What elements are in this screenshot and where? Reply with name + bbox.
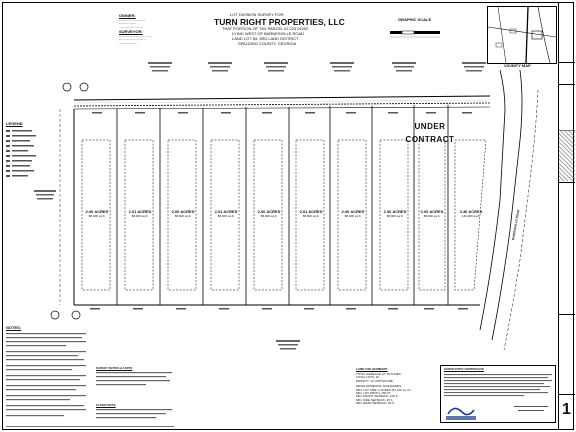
adjoiner-label-left xyxy=(34,190,56,200)
title-strip-info xyxy=(559,314,575,395)
title-strip-project xyxy=(559,84,575,155)
lot-6-sqft: 88,000 sq.ft. xyxy=(302,214,320,219)
under-contract-label: UNDER CONTRACT xyxy=(400,120,460,146)
lot-10-acres: 3.30 ACRES xyxy=(459,209,483,214)
lot-5-sqft: 88,000 sq.ft. xyxy=(260,214,278,219)
land-use-label: LAND USE SUMMARY xyxy=(356,367,388,371)
survey-notes-label: SURVEY NOTES & UNITS xyxy=(96,366,133,370)
land-use-line: MIN. LOT SIZE: 2 ACRES (87,120 sq. ft.) xyxy=(356,387,411,392)
lot-lines xyxy=(116,105,449,305)
title-strip-revisions xyxy=(559,182,575,313)
survey-notes-text xyxy=(96,372,172,386)
land-use-line: MIN. FRONT SETBACK: 100 ft. xyxy=(356,394,399,399)
lot-1-sqft: 88,000 sq.ft. xyxy=(88,214,106,219)
title-line4: SPALDING COUNTY, GEORGIA xyxy=(238,41,297,46)
vicinity-map-drawing xyxy=(487,6,557,64)
title-strip: 1 xyxy=(558,2,575,430)
title-line2: LYING WEST OF BARNESVILLE ROAD xyxy=(232,31,305,36)
lot-8-sqft: 88,000 sq.ft. xyxy=(386,214,404,219)
surveyor-certificate: SURVEYOR'S CERTIFICATE xyxy=(440,365,556,423)
lot-3-sqft: 88,000 sq.ft. xyxy=(174,214,192,219)
certificate-label: SURVEYOR'S CERTIFICATE xyxy=(444,367,484,371)
title-strip-sheet: 1 xyxy=(559,394,575,431)
land-use-line: TOTAL LOTS: 10 xyxy=(356,375,379,380)
lot-5-acres: 2.00 ACRES xyxy=(257,209,281,214)
title-company: TURN RIGHT PROPERTIES, LLC xyxy=(214,17,345,27)
under-contract-line2: CONTRACT xyxy=(405,135,455,144)
vicinity-map-label: VICINITY MAP xyxy=(504,63,531,68)
lot-3-acres: 2.00 ACRES xyxy=(171,209,195,214)
notes-text xyxy=(6,333,86,417)
land-use-line: MIN. LOT WIDTH: 150 FT. xyxy=(356,391,392,396)
bottom-dimension-labels xyxy=(90,308,468,310)
lot-9-sqft: 88,000 sq.ft. xyxy=(423,214,441,219)
graphic-scale-bar xyxy=(390,30,440,38)
title-strip-seal xyxy=(559,130,575,181)
adjoiner-label-bottom xyxy=(276,340,300,350)
graphic-scale-label: GRAPHIC SCALE xyxy=(398,17,432,22)
vicinity-map xyxy=(487,6,557,64)
land-use-line: DEVELOPMENTAL STANDARDS xyxy=(356,384,402,389)
footer-text xyxy=(6,426,174,427)
lot-8-acres: 2.00 ACRES xyxy=(383,209,407,214)
lot-2-acres: 2.01 ACRES xyxy=(128,209,152,214)
land-use-lines: TOTAL ACREAGE: 27.15 ACRES TOTAL LOTS: 1… xyxy=(356,372,436,406)
land-use-line: MIN. SIDE SETBACK: 25 ft. xyxy=(356,397,394,402)
surveyor-info: —————————————————————————— xyxy=(119,34,152,45)
title-line1: THAT PORTION OF TAX PARCEL ID 223 01002 xyxy=(222,26,309,31)
land-use-line: DENSITY: 10 UNITS/ACRE xyxy=(356,378,393,383)
lot-4-acres: 2.01 ACRES xyxy=(214,209,238,214)
lot-9-acres: 2.00 ACRES xyxy=(420,209,444,214)
lot-7-sqft: 88,000 sq.ft. xyxy=(344,214,362,219)
surveyor-label: SURVEYOR: xyxy=(119,29,143,34)
flood-note-label: FLOOD NOTE xyxy=(96,403,116,407)
lot-6-acres: 2.01 ACRES xyxy=(299,209,323,214)
lot-10-sqft: 144,000 sq.ft. xyxy=(461,214,481,219)
lot-2-sqft: 88,000 sq.ft. xyxy=(131,214,149,219)
owner-info: ——————————————————————— xyxy=(119,18,146,29)
sheet-number: 1 xyxy=(562,401,571,418)
legend-label: LEGEND xyxy=(6,121,23,126)
owner-label: OWNER: xyxy=(119,13,136,18)
lot-7-acres: 2.00 ACRES xyxy=(341,209,365,214)
legend-items xyxy=(6,130,36,177)
title-strip-logo xyxy=(559,62,575,83)
land-use-line: TOTAL ACREAGE: 27.15 ACRES xyxy=(356,372,401,376)
under-contract-line1: UNDER xyxy=(414,122,446,131)
flood-note-text xyxy=(96,409,172,419)
title-header: LOT DIVISION SURVEY FOR: xyxy=(230,12,285,17)
control-point-markers xyxy=(50,82,89,320)
setback-boxes xyxy=(81,139,487,291)
title-line3: LAND LOT 84, 3RD LAND DISTRICT xyxy=(232,36,299,41)
land-use-line: MIN. REAR SETBACK: 20 ft. xyxy=(356,401,395,406)
lot-4-sqft: 88,000 sq.ft. xyxy=(217,214,235,219)
adjoiner-labels-top xyxy=(148,62,486,72)
certificate-text xyxy=(444,374,552,420)
notes-label: NOTES: xyxy=(6,325,22,330)
lot-1-acres: 2.00 ACRES xyxy=(85,209,109,214)
top-dimension-labels xyxy=(92,112,472,114)
